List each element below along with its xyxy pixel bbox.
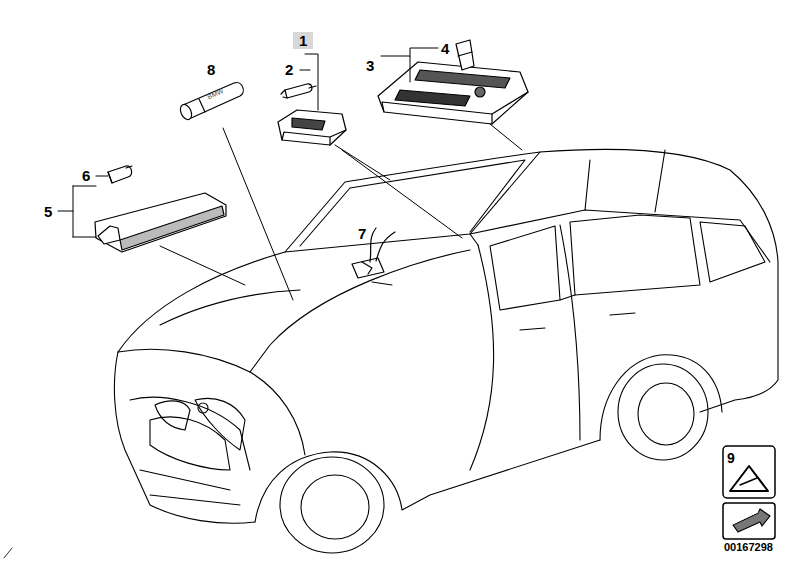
callout-number: 6 — [82, 168, 90, 183]
callout-number: 2 — [285, 62, 293, 77]
symbol-boxes — [4, 446, 775, 558]
bulb-tube — [178, 83, 243, 122]
leader-lines — [58, 48, 522, 300]
callout-number: 7 — [358, 226, 366, 241]
callout-number: 8 — [207, 62, 215, 77]
diagram-number: 00167298 — [724, 542, 773, 553]
callout-number: 9 — [727, 451, 735, 465]
roof-console — [378, 40, 528, 124]
callout-number: 5 — [44, 204, 52, 219]
callout-number: 3 — [366, 58, 374, 73]
interior-lamp — [278, 84, 346, 145]
callout-number: 4 — [441, 41, 449, 56]
car-outline — [114, 149, 778, 553]
lamp-lens — [95, 166, 226, 252]
callout-number: 1 — [293, 32, 313, 49]
